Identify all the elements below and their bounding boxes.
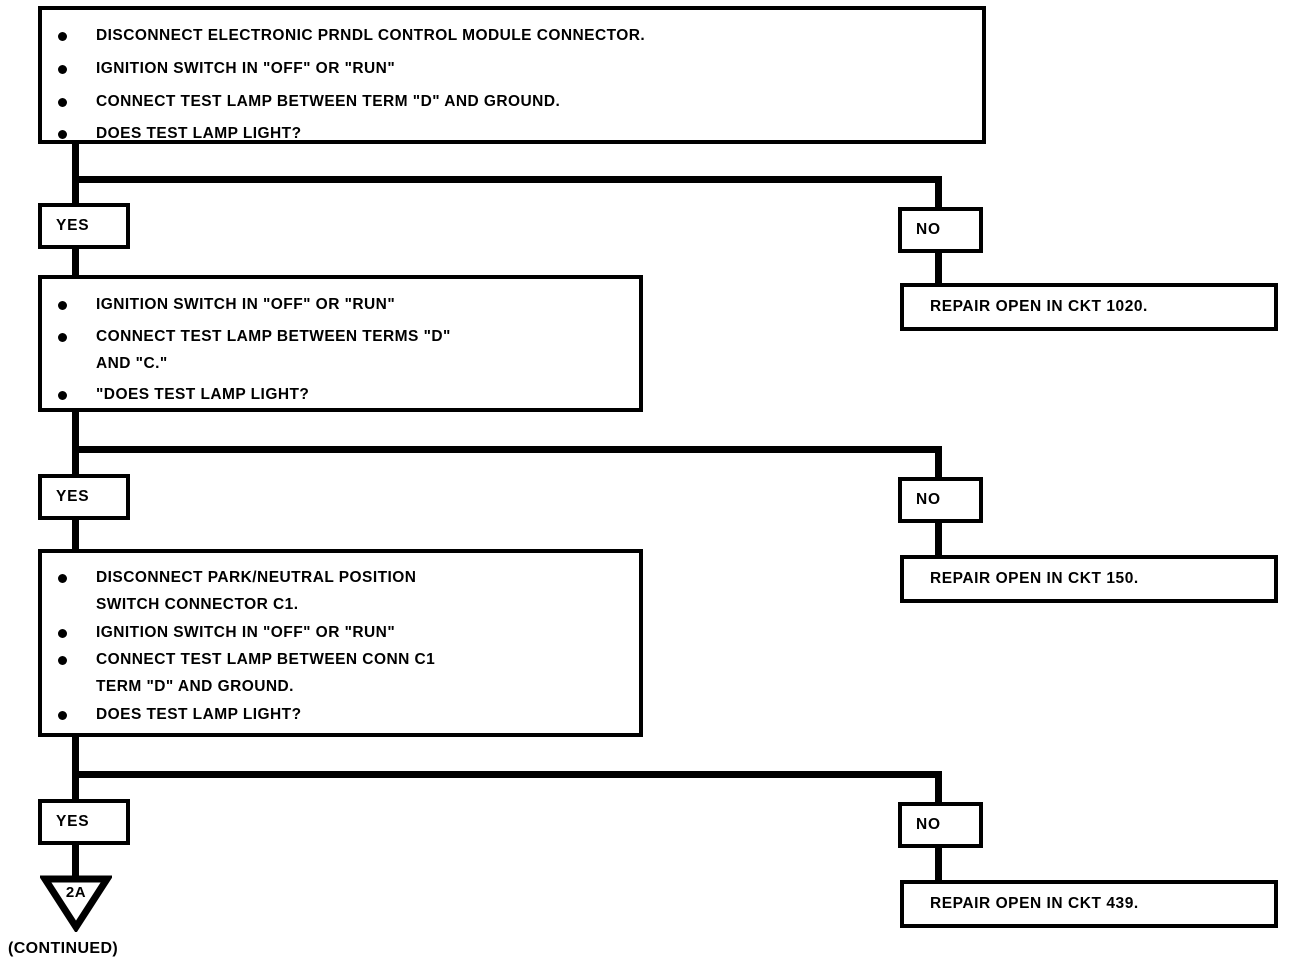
- branch-2-yes-label: YES: [56, 488, 90, 505]
- step-2-item-2-text: CONNECT TEST LAMP BETWEEN TERMS "D": [96, 327, 451, 345]
- off-page-connector-triangle-icon: [40, 874, 112, 932]
- bullet-icon: [58, 332, 67, 342]
- step-1-item-3: CONNECT TEST LAMP BETWEEN TERM "D" AND G…: [42, 92, 982, 110]
- step-2-item-1-text: IGNITION SWITCH IN "OFF" OR "RUN": [96, 296, 396, 313]
- branch-1-no-drop: [935, 176, 942, 210]
- step-2-item-3-text: "DOES TEST LAMP LIGHT?: [96, 386, 310, 404]
- branch-3-stem: [72, 737, 79, 801]
- branch-1-no-connector: [935, 253, 942, 283]
- step-2-item-2-text-cont: AND "C.": [96, 354, 168, 372]
- branch-1-crossbar: [72, 176, 942, 183]
- step-1-item-4-text: DOES TEST LAMP LIGHT?: [96, 125, 302, 143]
- step-1-item-1-text: DISCONNECT ELECTRONIC PRNDL CONTROL MODU…: [96, 27, 646, 44]
- repair-box-1-text: REPAIR OPEN IN CKT 1020.: [930, 298, 1148, 315]
- step-2-item-1: IGNITION SWITCH IN "OFF" OR "RUN": [42, 297, 639, 313]
- branch-1-yes-label: YES: [56, 217, 90, 234]
- step-3-item-3: CONNECT TEST LAMP BETWEEN CONN C1 TERM "…: [42, 652, 639, 695]
- step-box-2: IGNITION SWITCH IN "OFF" OR "RUN" CONNEC…: [38, 275, 643, 412]
- step-box-1: DISCONNECT ELECTRONIC PRNDL CONTROL MODU…: [38, 6, 986, 144]
- repair-box-2: REPAIR OPEN IN CKT 150.: [900, 555, 1278, 603]
- bullet-icon: [58, 32, 67, 41]
- bullet-icon: [58, 628, 67, 638]
- bullet-icon: [58, 656, 67, 666]
- branch-1-no-label: NO: [916, 221, 941, 238]
- step-2-item-3: "DOES TEST LAMP LIGHT?: [42, 387, 639, 403]
- off-page-connector-label: 2A: [40, 884, 112, 901]
- step-2-item-2: CONNECT TEST LAMP BETWEEN TERMS "D" AND …: [42, 327, 639, 372]
- step-3-list: DISCONNECT PARK/NEUTRAL POSITION SWITCH …: [42, 553, 639, 723]
- bullet-icon: [58, 574, 67, 583]
- step-3-item-1-text-cont: SWITCH CONNECTOR C1.: [96, 595, 299, 613]
- branch-3-yes-box[interactable]: YES: [38, 799, 130, 845]
- branch-2-no-label: NO: [916, 491, 941, 508]
- branch-3-no-label: NO: [916, 816, 941, 833]
- repair-box-2-text: REPAIR OPEN IN CKT 150.: [930, 570, 1139, 587]
- branch-2-stem: [72, 412, 79, 476]
- branch-3-crossbar: [72, 771, 942, 778]
- repair-box-3: REPAIR OPEN IN CKT 439.: [900, 880, 1278, 928]
- bullet-icon: [58, 97, 67, 107]
- branch-2-no-box[interactable]: NO: [898, 477, 983, 523]
- step-box-3: DISCONNECT PARK/NEUTRAL POSITION SWITCH …: [38, 549, 643, 737]
- step-3-item-2: IGNITION SWITCH IN "OFF" OR "RUN": [42, 623, 639, 641]
- step-3-item-4-text: DOES TEST LAMP LIGHT?: [96, 705, 302, 723]
- step-1-item-1: DISCONNECT ELECTRONIC PRNDL CONTROL MODU…: [42, 28, 982, 44]
- step-3-item-2-text: IGNITION SWITCH IN "OFF" OR "RUN": [96, 623, 396, 641]
- step-3-item-1: DISCONNECT PARK/NEUTRAL POSITION SWITCH …: [42, 570, 639, 613]
- step-3-item-3-text: CONNECT TEST LAMP BETWEEN CONN C1: [96, 651, 436, 669]
- branch-1-yes-box[interactable]: YES: [38, 203, 130, 249]
- bullet-icon: [58, 64, 67, 74]
- repair-box-1: REPAIR OPEN IN CKT 1020.: [900, 283, 1278, 331]
- step-3-item-4: DOES TEST LAMP LIGHT?: [42, 707, 639, 723]
- step-1-item-3-text: CONNECT TEST LAMP BETWEEN TERM "D" AND G…: [96, 92, 561, 110]
- branch-1-yes-connector: [72, 249, 79, 275]
- branch-3-no-connector: [935, 848, 942, 880]
- step-1-item-4: DOES TEST LAMP LIGHT?: [42, 126, 982, 142]
- repair-box-3-text: REPAIR OPEN IN CKT 439.: [930, 895, 1139, 912]
- off-page-connector-label-text: 2A: [65, 884, 87, 901]
- branch-2-yes-connector: [72, 520, 79, 550]
- branch-1-no-box[interactable]: NO: [898, 207, 983, 253]
- step-3-item-1-text: DISCONNECT PARK/NEUTRAL POSITION: [96, 569, 417, 586]
- bullet-icon: [58, 391, 67, 401]
- branch-3-yes-connector: [72, 845, 79, 878]
- bullet-icon: [58, 130, 67, 140]
- step-1-list: DISCONNECT ELECTRONIC PRNDL CONTROL MODU…: [42, 10, 982, 142]
- branch-2-no-connector: [935, 523, 942, 555]
- continued-caption-text: (CONTINUED): [8, 940, 119, 957]
- branch-3-no-drop: [935, 771, 942, 805]
- branch-2-yes-box[interactable]: YES: [38, 474, 130, 520]
- step-1-item-2-text: IGNITION SWITCH IN "OFF" OR "RUN": [96, 59, 396, 77]
- bullet-icon: [58, 301, 67, 310]
- bullet-icon: [58, 710, 67, 720]
- branch-2-crossbar: [72, 446, 942, 453]
- branch-3-no-box[interactable]: NO: [898, 802, 983, 848]
- continued-caption: (CONTINUED): [8, 940, 118, 958]
- branch-2-no-drop: [935, 446, 942, 480]
- branch-3-yes-label: YES: [56, 813, 90, 830]
- step-2-list: IGNITION SWITCH IN "OFF" OR "RUN" CONNEC…: [42, 279, 639, 403]
- branch-1-stem: [72, 144, 79, 206]
- step-3-item-3-text-cont: TERM "D" AND GROUND.: [96, 678, 294, 696]
- step-1-item-2: IGNITION SWITCH IN "OFF" OR "RUN": [42, 59, 982, 77]
